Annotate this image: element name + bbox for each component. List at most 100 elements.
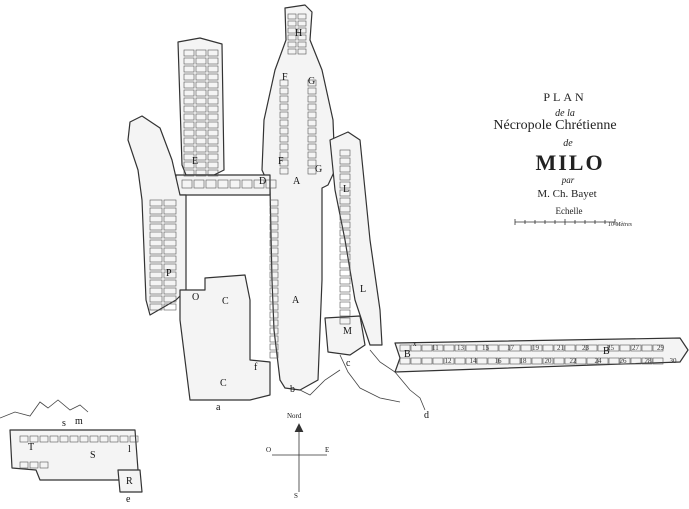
tomb-niche [279,95,289,103]
tomb-niche [19,435,29,443]
tomb-niche [287,13,297,20]
tomb-niche [307,167,317,175]
tomb-niche [279,143,289,151]
zone-label: F [282,72,288,83]
tomb-niche [149,199,163,207]
tomb-niche [149,303,163,311]
tomb-niche [279,151,289,159]
tomb-niche [339,293,351,301]
title-par: par [561,175,575,185]
title-echelle: Echelle [555,206,583,216]
tomb-niche [183,81,195,89]
tomb-niche [193,179,205,189]
tomb-niche [339,261,351,269]
tomb-niche [339,197,351,205]
tomb-niche [339,285,351,293]
compass-rose [272,423,327,492]
tomb-niche [339,221,351,229]
tomb-niche [279,111,289,119]
title-de-la: de la [555,108,575,119]
tomb-niche [149,263,163,271]
tomb-niche [279,167,289,175]
tomb-niche [217,179,229,189]
tomb-niche [269,327,279,335]
tomb-niche [287,20,297,27]
terrain-d-path [369,349,426,411]
tomb-niche [339,269,351,277]
gallery-b-number: 24 [594,357,602,365]
tomb-niche [269,231,279,239]
tomb-niche [269,271,279,279]
tomb-niche [564,357,576,365]
zone-label: C [222,296,229,307]
tomb-niche [586,344,598,352]
gallery-b-number: 29 [657,344,664,352]
tomb-niche [553,344,565,352]
plan-title: PLAN [543,90,587,104]
tomb-niche [89,435,99,443]
zone-label: f [254,362,258,373]
tomb-niche [498,357,510,365]
zone-label: a [216,402,221,413]
tomb-niche [207,65,219,73]
tomb-niche [149,207,163,215]
zone-label: S [90,450,96,461]
tomb-niche [207,89,219,97]
tomb-niche [443,357,455,365]
tomb-niche [575,344,587,352]
scale-unit-label: 10 Mètres [608,222,632,228]
tomb-niche [195,145,207,153]
tomb-niche [307,103,317,111]
zone-label: x [413,340,417,348]
tomb-niche [183,49,195,57]
tomb-niche [339,229,351,237]
tomb-niche [641,357,653,365]
tomb-niche [39,435,49,443]
tomb-niche [59,435,69,443]
gallery-b-number: 30 [669,357,677,365]
gallery-b-number: 27 [632,344,639,352]
tomb-niche [520,344,532,352]
title-milo: MILO [535,150,605,175]
tomb-niche [163,287,177,295]
tomb-niche [207,73,219,81]
tomb-niche [279,79,289,87]
tomb-niche [287,34,297,41]
tomb-niche [339,181,351,189]
tomb-niche [149,231,163,239]
tomb-niche [586,357,598,365]
gallery-b-number: 17 [507,344,514,352]
tomb-niche [269,255,279,263]
gallery-e-wall [177,37,225,176]
tomb-niche [119,435,129,443]
tomb-niche [181,179,193,189]
tomb-niche [149,215,163,223]
gallery-l-wall [329,131,383,346]
tomb-niche [195,161,207,169]
tomb-niche [195,129,207,137]
tomb-niche [99,435,109,443]
tomb-niche [163,207,177,215]
tomb-niche [195,57,207,65]
tomb-niche [183,57,195,65]
tomb-niche [269,199,279,207]
tomb-niche [269,319,279,327]
title-necropole: Nécropole Chrétienne [493,118,617,133]
tomb-niche [553,357,565,365]
tomb-niche [307,95,317,103]
tomb-niche [487,344,499,352]
tomb-niche [465,357,477,365]
tomb-niche [297,41,307,48]
tomb-niche [69,435,79,443]
zone-label: O [192,292,200,303]
tomb-niche [279,135,289,143]
tomb-niche [410,357,422,365]
zone-label: C [220,378,227,389]
gallery-b-number: 21 [557,344,564,352]
tomb-niche [205,179,217,189]
tomb-niche [652,344,664,352]
tomb-niche [287,27,297,34]
tomb-niche [195,81,207,89]
